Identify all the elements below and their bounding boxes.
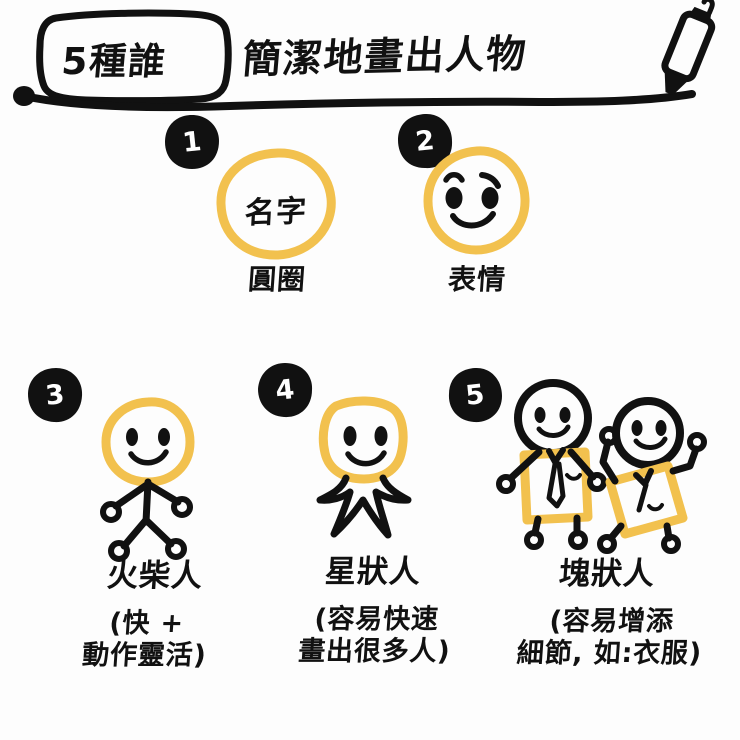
- badge-3-shape: [28, 368, 83, 423]
- foot-left: [108, 540, 130, 562]
- hand-right: [687, 432, 707, 452]
- hand-left: [496, 474, 516, 494]
- item-1-inner-text: 名字: [243, 193, 309, 232]
- item-5-drawing-block-figures: [496, 379, 707, 554]
- torso-block: [519, 447, 593, 525]
- item-3-note: (快 + 動作靈活): [81, 608, 208, 671]
- hand-left: [100, 501, 122, 523]
- eye-right: [655, 420, 667, 436]
- star-body: [316, 474, 412, 539]
- mouth-smile: [633, 436, 668, 450]
- foot-left: [597, 534, 617, 554]
- badge-1-shape: [165, 115, 219, 169]
- head-outline: [514, 379, 592, 457]
- foot-right: [568, 530, 588, 550]
- item-3-label: 火柴人: [105, 558, 205, 594]
- item-4-note: (容易快速 畫出很多人): [297, 604, 452, 667]
- item-3-drawing-stick-figure: [100, 397, 195, 562]
- eye-right: [158, 428, 170, 446]
- eye-right: [559, 407, 571, 423]
- badge-2-shape: [398, 113, 453, 169]
- head-outline: [318, 396, 408, 484]
- underline-start-dot: [13, 86, 35, 106]
- block-person-left: [496, 379, 607, 550]
- foot-right: [661, 534, 681, 554]
- arm-right-raised: [669, 445, 700, 475]
- item-3-number: 3: [44, 379, 66, 412]
- item-1-label: 圓圈: [247, 263, 307, 296]
- arm-right: [567, 448, 597, 481]
- title-box-outline: [36, 9, 232, 105]
- item-1-number: 1: [181, 126, 203, 159]
- eye-left: [343, 426, 357, 446]
- torso: [142, 478, 152, 526]
- necktie: [546, 461, 566, 509]
- item-4-drawing-star-figure: [316, 396, 412, 539]
- hand-right: [587, 472, 607, 492]
- item-2-label: 表情: [447, 263, 507, 296]
- item-4-label: 星狀人: [323, 554, 423, 590]
- hand-left: [599, 426, 619, 446]
- head-outline: [612, 397, 684, 469]
- page-headline: 簡潔地畫出人物: [240, 32, 529, 83]
- mouth-smile: [450, 211, 496, 229]
- mouth-smile: [128, 449, 169, 466]
- eye-right: [481, 187, 499, 209]
- marker-pen-icon: [661, 0, 716, 96]
- foot-left: [524, 530, 544, 550]
- item-2-drawing-face: [423, 146, 530, 255]
- leg-left: [120, 516, 150, 550]
- underline-stroke: [20, 90, 696, 112]
- eyebrow-right: [479, 172, 501, 189]
- item-5-label: 塊狀人: [557, 556, 657, 592]
- eyebrow-left: [443, 172, 465, 183]
- item-1-drawing-circle: [216, 148, 336, 260]
- item-5-note: (容易增添 細節, 如:衣服): [515, 606, 704, 669]
- mouth-smile: [345, 450, 387, 467]
- badge-5-shape: [448, 367, 502, 423]
- eye-left: [126, 428, 138, 446]
- eye-left: [445, 187, 463, 209]
- arm-left: [507, 448, 543, 482]
- eye-left: [631, 420, 643, 436]
- pocket-mark: [565, 473, 582, 481]
- hand-right: [171, 496, 193, 518]
- foot-right: [165, 538, 187, 560]
- header-graphics: [13, 0, 716, 112]
- eye-left: [534, 407, 546, 423]
- eye-right: [374, 426, 388, 446]
- page-title-boxed: 5種誰: [59, 40, 169, 83]
- badge-4-shape: [258, 363, 313, 418]
- block-person-right: [597, 397, 707, 554]
- head-outline: [101, 397, 195, 487]
- arm-left: [112, 480, 152, 510]
- arm-left-raised: [599, 438, 619, 485]
- leg-right: [142, 516, 175, 548]
- mouth-smile: [536, 424, 571, 438]
- shirt-line: [636, 482, 649, 513]
- arm-right: [144, 480, 182, 506]
- pocket-mark: [647, 503, 664, 512]
